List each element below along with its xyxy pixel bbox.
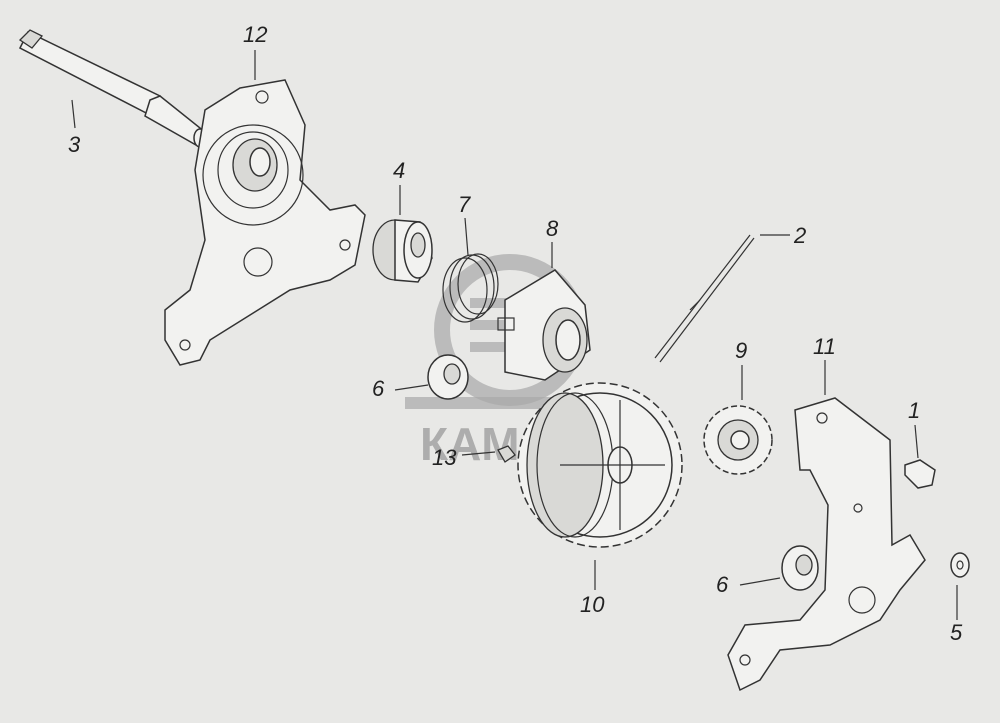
callout-7: 7	[458, 192, 471, 217]
callout-6-left: 6	[372, 376, 385, 401]
part-4-bushing	[372, 219, 433, 283]
callouts: 12 3 4 7 8 2 6 9 11 1 13 6 10 5	[68, 22, 963, 645]
callout-8: 8	[546, 216, 559, 241]
part-2-pin	[654, 234, 755, 363]
callout-9: 9	[735, 338, 747, 363]
part-1-rivet	[904, 459, 936, 489]
part-8-sleeve	[497, 269, 591, 381]
callout-4: 4	[393, 158, 405, 183]
callout-3: 3	[68, 132, 81, 157]
part-3-shaft	[18, 29, 207, 148]
part-11-bracket	[727, 397, 926, 692]
part-6-washer-left	[427, 354, 469, 400]
callout-11: 11	[813, 334, 836, 359]
part-10-gear	[517, 382, 683, 548]
part-13-key	[497, 445, 516, 463]
part-5-washer	[950, 552, 970, 578]
callout-13: 13	[432, 445, 457, 470]
callout-12: 12	[243, 22, 267, 47]
callout-10: 10	[580, 592, 605, 617]
callout-6-right: 6	[716, 572, 729, 597]
callout-2: 2	[793, 223, 806, 248]
part-9-small-gear	[703, 405, 773, 475]
callout-5: 5	[950, 620, 963, 645]
part-7-spring	[442, 253, 499, 323]
callout-1: 1	[908, 398, 920, 423]
part-6-washer-right	[781, 545, 819, 591]
leader-lines	[71, 50, 958, 620]
part-12-bracket	[164, 79, 366, 366]
